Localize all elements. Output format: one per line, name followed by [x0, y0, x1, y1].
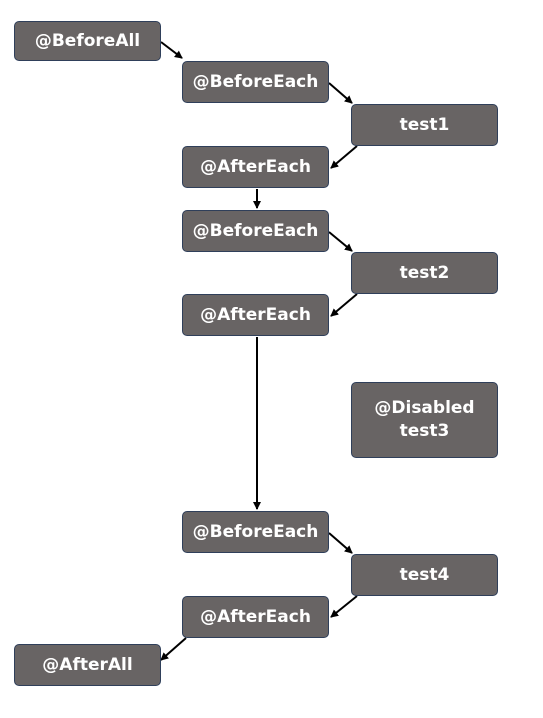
before-each-node-4: @BeforeEach: [182, 511, 329, 553]
arrow-beforeeach-4-to-test4: [328, 532, 353, 554]
arrow-test1-to-aftereach-1: [330, 145, 358, 169]
before-each-node-1: @BeforeEach: [182, 61, 329, 103]
test2-node: test2: [351, 252, 498, 294]
after-each-node-4: @AfterEach: [182, 596, 329, 638]
after-each-node-1: @AfterEach: [182, 146, 329, 188]
test4-label: test4: [399, 564, 450, 585]
test1-node: test1: [351, 104, 498, 146]
test1-label: test1: [399, 114, 450, 135]
test3-label: test3: [399, 421, 450, 441]
disabled-test3-text: @Disabled test3: [374, 397, 474, 443]
before-each-node-2: @BeforeEach: [182, 210, 329, 252]
after-each-label-2: @AfterEach: [200, 304, 311, 325]
test2-label: test2: [399, 262, 450, 283]
before-all-label: @BeforeAll: [34, 30, 141, 51]
arrow-aftereach-4-to-afterall: [160, 637, 187, 661]
arrow-beforeeach-2-to-test2: [328, 231, 353, 252]
arrow-beforeall-to-beforeeach-1: [160, 41, 183, 59]
after-all-node: @AfterAll: [14, 644, 161, 686]
arrow-test4-to-aftereach-4: [330, 595, 358, 618]
after-each-label-4: @AfterEach: [200, 606, 311, 627]
before-each-label-4: @BeforeEach: [192, 521, 319, 542]
before-all-node: @BeforeAll: [14, 21, 161, 61]
arrow-beforeeach-1-to-test1: [328, 82, 353, 104]
arrow-test2-to-aftereach-2: [330, 293, 358, 317]
before-each-label-2: @BeforeEach: [192, 220, 319, 241]
after-each-label-1: @AfterEach: [200, 156, 311, 177]
after-each-node-2: @AfterEach: [182, 294, 329, 336]
disabled-annotation-label: @Disabled: [374, 398, 475, 419]
test4-node: test4: [351, 554, 498, 596]
disabled-test3-node: @Disabled test3: [351, 382, 498, 458]
after-all-label: @AfterAll: [42, 654, 133, 675]
before-each-label-1: @BeforeEach: [192, 71, 319, 92]
